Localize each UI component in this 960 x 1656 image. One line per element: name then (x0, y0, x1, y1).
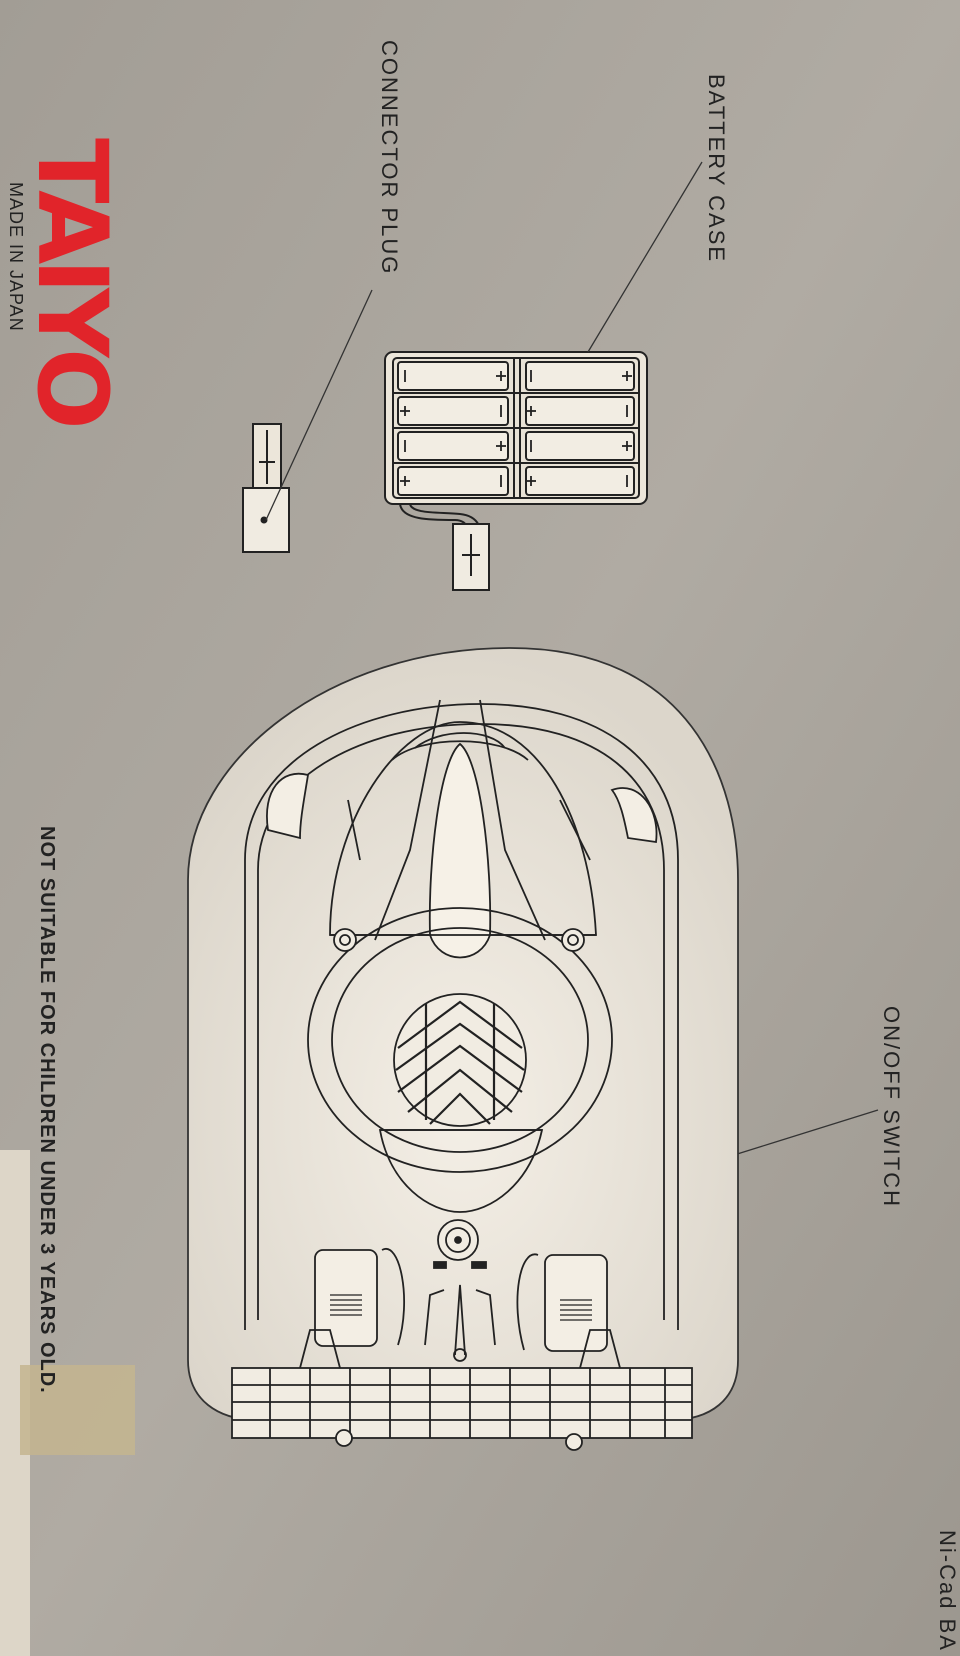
battery-note: Ni-Cad BA (935, 1530, 960, 1652)
brand-logo: TAIYO (16, 138, 128, 424)
tape-residue (20, 1365, 135, 1455)
connector-plug-label: CONNECTOR PLUG (377, 40, 402, 276)
hovercraft-drawing (187, 647, 739, 1451)
age-warning: NOT SUITABLE FOR CHILDREN UNDER 3 YEARS … (36, 826, 58, 1394)
battery-case-drawing (384, 351, 648, 591)
on-off-switch-label: ON/OFF SWITCH (879, 1006, 904, 1208)
made-in-japan-label: MADE IN JAPAN (6, 182, 26, 332)
battery-case-label: BATTERY CASE (704, 74, 729, 264)
